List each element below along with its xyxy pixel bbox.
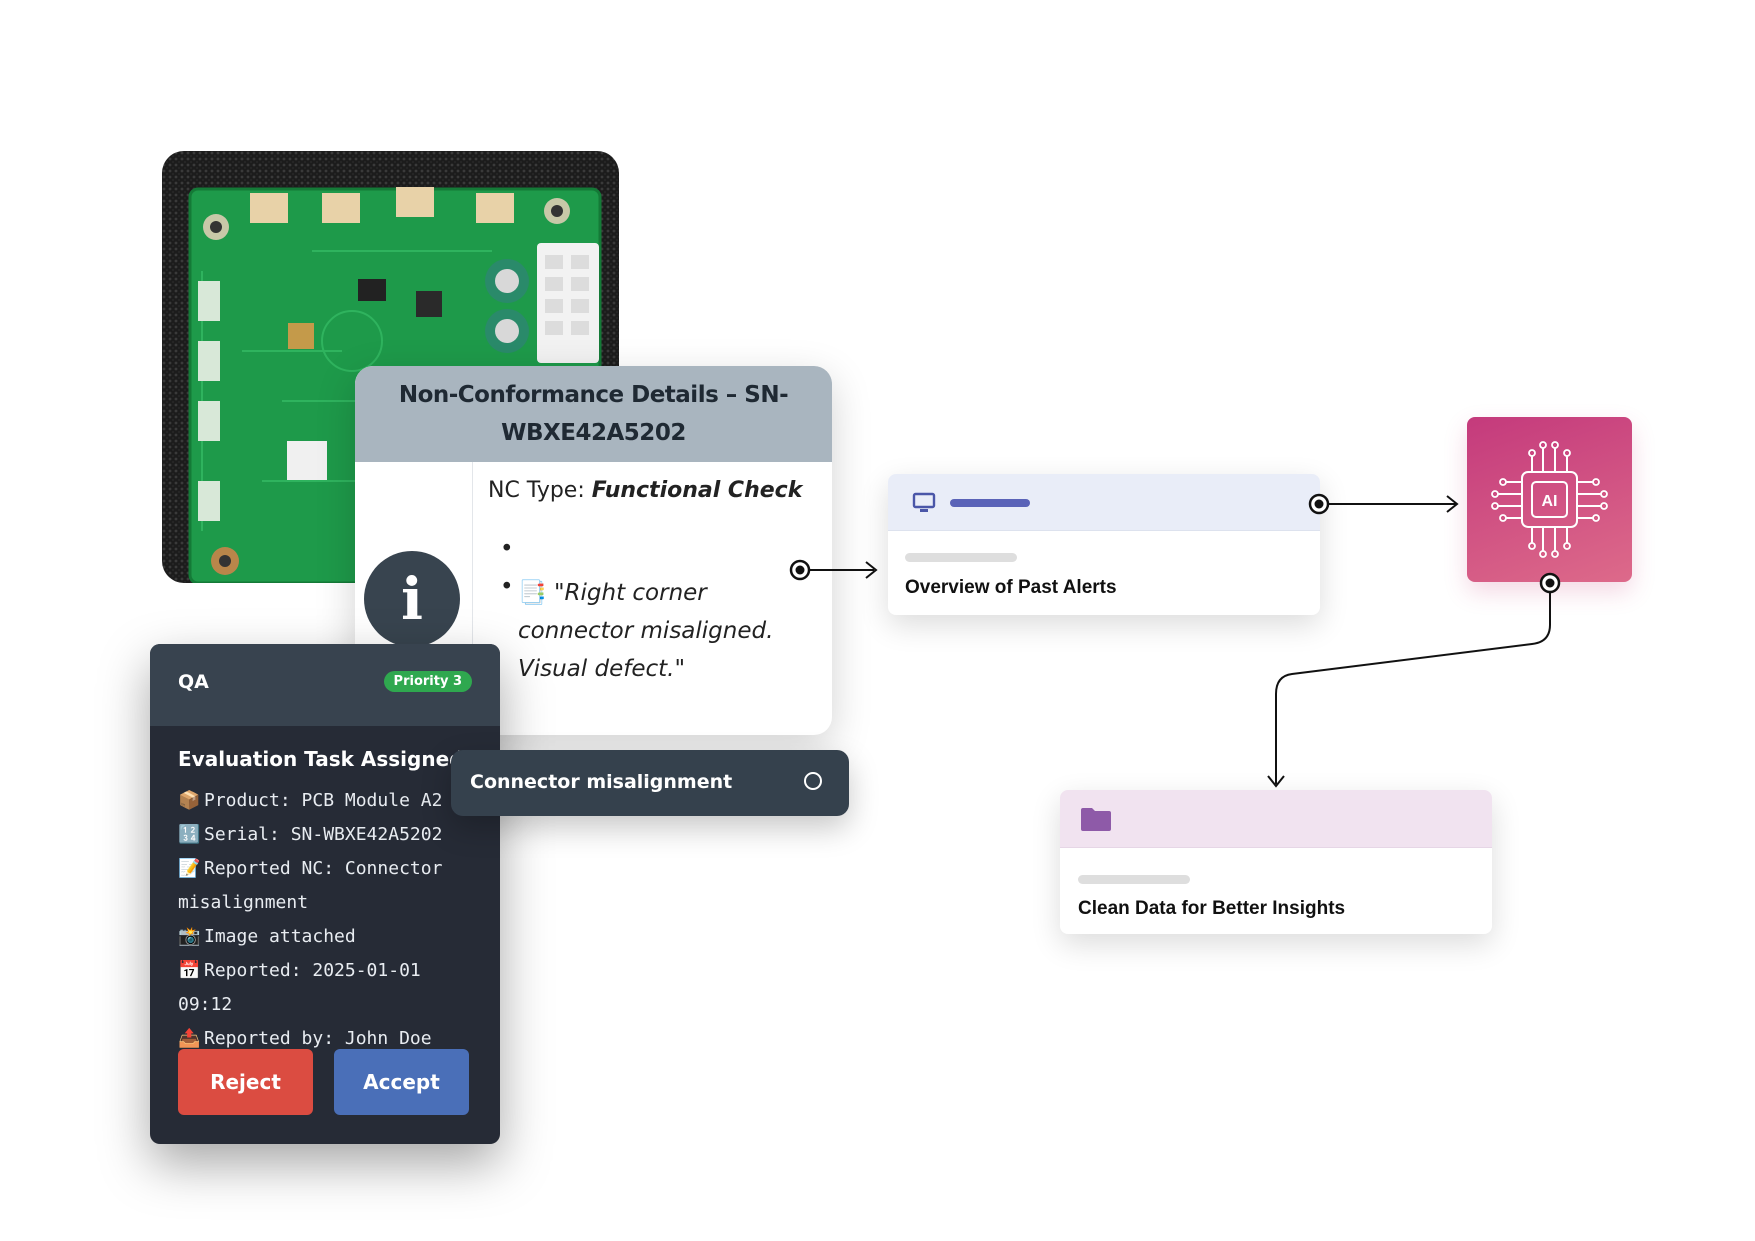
product-text: Product: PCB Module A2 <box>204 790 443 811</box>
radio-circle-icon[interactable] <box>804 772 822 790</box>
nc-comment-list: • • 📑 "Right corner connector misaligned… <box>500 536 818 688</box>
list-item: 🔢Serial: SN-WBXE42A5202 <box>178 818 478 852</box>
qa-task-card: QA Priority 3 Evaluation Task Assigned 📦… <box>150 644 500 1144</box>
serial-text: Serial: SN-WBXE42A5202 <box>204 824 443 845</box>
connector-misalignment-tag[interactable]: Connector misalignment <box>451 750 849 816</box>
overview-past-alerts-card[interactable]: Overview of Past Alerts <box>888 474 1320 615</box>
reported-date-text: Reported: 2025-01-01 09:12 <box>178 960 421 1015</box>
list-item: 📸Image attached <box>178 920 478 954</box>
reported-by-text: Reported by: John Doe <box>204 1028 432 1049</box>
clean-card-header <box>1060 790 1492 848</box>
clean-placeholder-line <box>1078 875 1190 884</box>
arrow-head-icon <box>865 561 878 579</box>
package-icon: 📦 <box>178 790 201 811</box>
task-details-list: 📦Product: PCB Module A2 🔢Serial: SN-WBXE… <box>178 784 478 1056</box>
image-attached-text: Image attached <box>204 926 356 947</box>
task-title: Evaluation Task Assigned <box>178 747 464 771</box>
outbox-icon: 📤 <box>178 1028 201 1049</box>
ai-label: AI <box>1542 493 1558 510</box>
ai-processor-tile[interactable]: AI <box>1467 417 1632 582</box>
note-icon: 📑 <box>518 580 547 606</box>
overview-placeholder-bar <box>950 499 1030 507</box>
memo-icon: 📝 <box>178 858 201 879</box>
list-item: 📦Product: PCB Module A2 <box>178 784 478 818</box>
nc-details-left-column <box>355 462 473 735</box>
accept-button[interactable]: Accept <box>334 1049 469 1115</box>
arrow-head-icon <box>1267 775 1285 788</box>
overview-card-title: Overview of Past Alerts <box>905 577 1117 598</box>
list-item: • <box>500 536 514 562</box>
monitor-icon <box>912 492 936 512</box>
clean-card-title: Clean Data for Better Insights <box>1078 898 1346 919</box>
info-icon: i <box>364 551 460 647</box>
qa-card-title: QA <box>178 671 209 693</box>
list-item: 📅Reported: 2025-01-01 09:12 <box>178 954 478 1022</box>
camera-icon: 📸 <box>178 926 201 947</box>
tag-label: Connector misalignment <box>470 771 733 793</box>
list-item: 📝Reported NC: Connector misalignment <box>178 852 478 920</box>
numbers-icon: 🔢 <box>178 824 201 845</box>
arrow-head-icon <box>1446 495 1459 513</box>
nc-comment: "Right corner connector misaligned. Visu… <box>518 580 774 682</box>
list-item: 📤Reported by: John Doe <box>178 1022 478 1056</box>
overview-placeholder-line <box>905 553 1017 562</box>
list-item: • 📑 "Right corner connector misaligned. … <box>500 574 774 682</box>
priority-badge: Priority 3 <box>383 671 472 692</box>
reported-nc-text: Reported NC: Connector misalignment <box>178 858 443 913</box>
calendar-icon: 📅 <box>178 960 201 981</box>
overview-card-header <box>888 474 1320 531</box>
nc-type-label: NC Type: <box>488 478 585 503</box>
folder-icon <box>1081 808 1111 831</box>
nc-type-row: NC Type: Functional Check <box>488 478 802 503</box>
nc-details-title: Non-Conformance Details – SN-WBXE42A5202 <box>355 366 832 462</box>
clean-data-card[interactable]: Clean Data for Better Insights <box>1060 790 1492 934</box>
ai-chip-icon: AI <box>1491 441 1608 558</box>
nc-type-value: Functional Check <box>591 478 803 503</box>
reject-button[interactable]: Reject <box>178 1049 313 1115</box>
